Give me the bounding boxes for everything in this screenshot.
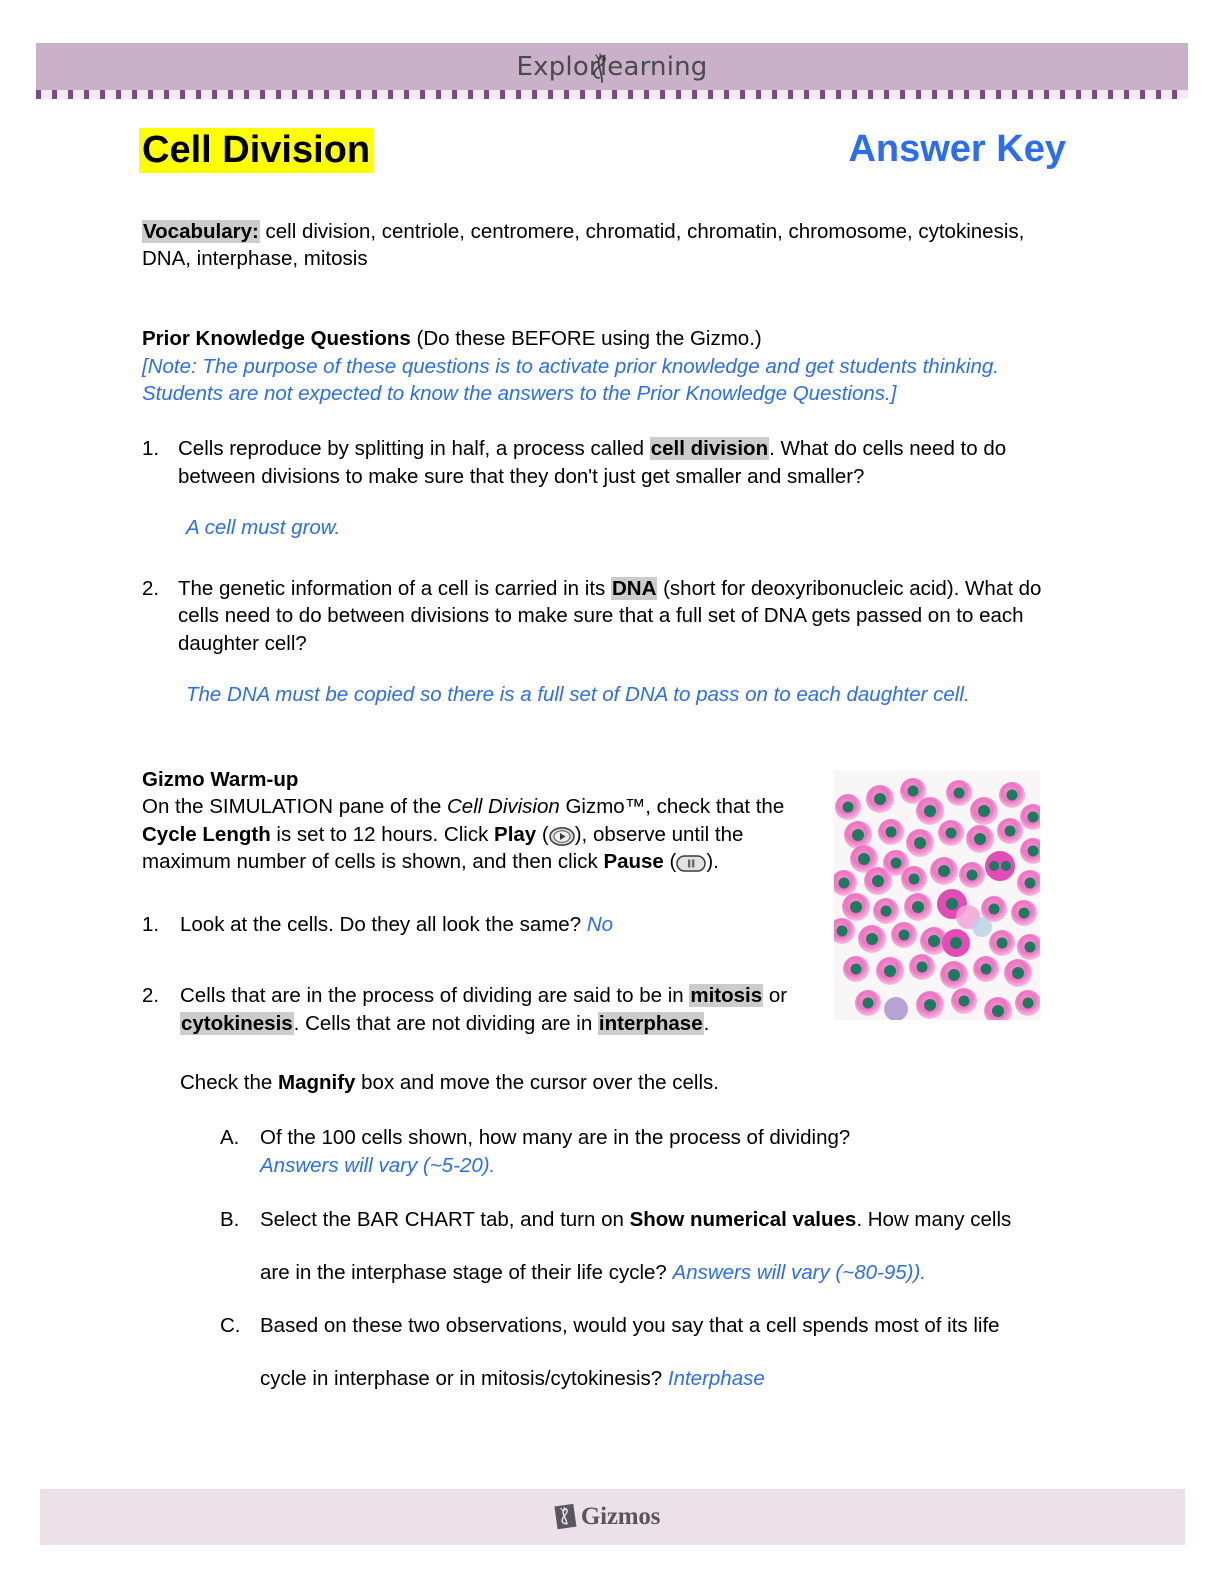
magnify-instruction: Check the Magnify box and move the curso… bbox=[180, 1069, 1072, 1096]
answer-value: A cell must grow. bbox=[186, 515, 341, 539]
subquestion-text-c: are in the interphase stage of their lif… bbox=[260, 1260, 673, 1284]
prior-knowledge-question-list: 1. Cells reproduce by splitting in half,… bbox=[142, 435, 1072, 708]
question-body: Cells reproduce by splitting in half, a … bbox=[178, 435, 1072, 541]
explorelearning-logo: Explor learning bbox=[516, 51, 708, 83]
question-text-d: . bbox=[703, 1011, 710, 1035]
show-numerical-values-label: Show numerical values bbox=[629, 1207, 857, 1231]
question-number: 2. bbox=[142, 984, 160, 1008]
prior-knowledge-heading-rest: (Do these BEFORE using the Gizmo.) bbox=[410, 326, 762, 350]
question-body: Cells that are in the process of dividin… bbox=[180, 982, 802, 1037]
vocabulary-terms: cell division, centriole, centromere, ch… bbox=[142, 220, 1025, 271]
warmup-text-3: is set to 12 hours. Click bbox=[270, 822, 495, 846]
title-row: Cell Division Answer Key bbox=[139, 128, 1072, 190]
subquestion-text-a: Based on these two observations, would y… bbox=[260, 1314, 1000, 1337]
list-item: A. Of the 100 cells shown, how many are … bbox=[220, 1124, 1040, 1180]
prior-knowledge-heading: Prior Knowledge Questions (Do these BEFO… bbox=[142, 325, 1072, 352]
vocab-term-highlight-interphase: interphase bbox=[597, 1011, 704, 1035]
warmup-instructions: On the SIMULATION pane of the Cell Divis… bbox=[142, 793, 802, 875]
document-content: Cell Division Answer Key Vocabulary: cel… bbox=[139, 128, 1072, 1393]
list-item: C. Based on these two observations, woul… bbox=[220, 1312, 1040, 1393]
subquestion-line-2: cycle in interphase or in mitosis/cytoki… bbox=[260, 1365, 1040, 1392]
warmup-heading: Gizmo Warm-up bbox=[142, 768, 299, 791]
prior-knowledge-heading-bold: Prior Knowledge Questions bbox=[142, 326, 411, 350]
answer-text: The DNA must be copied so there is a ful… bbox=[178, 681, 1072, 708]
answer-value: Interphase bbox=[667, 1367, 765, 1391]
brand-text-right: learning bbox=[599, 51, 708, 82]
warmup-question-list: 1. Look at the cells. Do they all look t… bbox=[142, 911, 802, 1037]
question-text-c: . Cells that are not dividing are in bbox=[293, 1011, 598, 1035]
question-number: 2. bbox=[142, 577, 160, 600]
question-text-b: or bbox=[763, 984, 788, 1008]
vocab-term-highlight-mitosis: mitosis bbox=[689, 984, 764, 1008]
warmup-text-4: ( bbox=[536, 822, 549, 846]
list-item: 1. Cells reproduce by splitting in half,… bbox=[142, 435, 1072, 541]
page-title: Cell Division bbox=[139, 128, 374, 173]
subquestion-text: Of the 100 cells shown, how many are in … bbox=[260, 1126, 851, 1149]
warmup-text-5: ), observe until the maximum number of c… bbox=[142, 822, 744, 873]
subquestion-text-a: Select the BAR CHART tab, and turn on bbox=[260, 1207, 630, 1231]
subquestion-body: Of the 100 cells shown, how many are in … bbox=[260, 1124, 1040, 1180]
subquestion-body: Select the BAR CHART tab, and turn on Sh… bbox=[260, 1206, 1040, 1287]
cycle-length-label: Cycle Length bbox=[142, 822, 271, 846]
warmup-intro-block: Gizmo Warm-up On the SIMULATION pane of … bbox=[142, 766, 802, 875]
question-number: 1. bbox=[142, 913, 160, 936]
subquestion-letter: C. bbox=[220, 1314, 241, 1337]
gizmos-mark-icon bbox=[553, 1503, 579, 1531]
vocab-term-highlight: DNA bbox=[610, 577, 658, 600]
vocab-term-highlight: cell division bbox=[649, 437, 770, 461]
pause-button-icon[interactable] bbox=[676, 854, 707, 873]
warmup-text-6: ( bbox=[663, 849, 677, 873]
question-body: The genetic information of a cell is car… bbox=[178, 575, 1072, 708]
magnify-text-a: Check the bbox=[180, 1070, 278, 1094]
question-number: 1. bbox=[142, 437, 160, 461]
prior-knowledge-note: [Note: The purpose of these questions is… bbox=[142, 354, 999, 405]
play-label: Play bbox=[494, 822, 537, 846]
gizmos-logo-text: Gizmos bbox=[580, 1503, 661, 1530]
question-text-b: . What do cells need to do between divis… bbox=[178, 437, 1007, 488]
answer-value: Answers will vary (~5-20). bbox=[260, 1154, 496, 1178]
answer-value: Answers will vary (~80-95)). bbox=[672, 1260, 926, 1284]
warmup-text-2: Gizmo™, check that the bbox=[559, 795, 785, 819]
gizmo-warmup-section: Gizmo Warm-up On the SIMULATION pane of … bbox=[142, 766, 1072, 1393]
brand-text-left: Explor bbox=[516, 51, 600, 82]
subquestion-body: Based on these two observations, would y… bbox=[260, 1312, 1040, 1393]
pause-label: Pause bbox=[603, 849, 664, 873]
question-text-a: Cells reproduce by splitting in half, a … bbox=[178, 437, 650, 461]
warmup-text-7: ). bbox=[706, 849, 719, 873]
answer-value: No bbox=[586, 913, 614, 936]
answer-text: A cell must grow. bbox=[178, 514, 1072, 541]
vocab-term-highlight-cytokinesis: cytokinesis bbox=[180, 1011, 294, 1035]
answer-value: The DNA must be copied so there is a ful… bbox=[186, 682, 970, 706]
magnify-text-b: box and move the cursor over the cells. bbox=[355, 1070, 719, 1094]
cell-micrograph-image bbox=[834, 771, 1040, 1020]
question-body: Look at the cells. Do they all look the … bbox=[180, 911, 802, 938]
gizmos-logo: Gizmos bbox=[553, 1503, 660, 1531]
subquestion-line-2: are in the interphase stage of their lif… bbox=[260, 1259, 1040, 1286]
question-text: Look at the cells. Do they all look the … bbox=[180, 913, 587, 936]
list-item: 2. Cells that are in the process of divi… bbox=[142, 982, 802, 1037]
question-text-a: Cells that are in the process of dividin… bbox=[180, 984, 690, 1008]
site-footer-bar: Gizmos bbox=[40, 1489, 1185, 1545]
subquestion-text-b: . How many cells bbox=[856, 1207, 1012, 1231]
vocabulary-label: Vocabulary: bbox=[142, 220, 260, 243]
list-item: 2. The genetic information of a cell is … bbox=[142, 575, 1072, 708]
gizmo-name-italic: Cell Division bbox=[447, 795, 560, 819]
site-header-bar: Explor learning bbox=[36, 43, 1188, 90]
magnify-label: Magnify bbox=[278, 1070, 356, 1094]
vocabulary-paragraph: Vocabulary: cell division, centriole, ce… bbox=[142, 218, 1072, 273]
question-text-a: The genetic information of a cell is car… bbox=[178, 577, 611, 600]
warmup-text-1: On the SIMULATION pane of the bbox=[142, 795, 447, 819]
list-item: 1. Look at the cells. Do they all look t… bbox=[142, 911, 802, 938]
warmup-subquestion-list: A. Of the 100 cells shown, how many are … bbox=[220, 1124, 1040, 1393]
header-dotted-divider bbox=[36, 90, 1188, 99]
play-button-icon[interactable] bbox=[548, 826, 575, 846]
list-item: B. Select the BAR CHART tab, and turn on… bbox=[220, 1206, 1040, 1287]
subquestion-letter: A. bbox=[220, 1126, 240, 1149]
subquestion-letter: B. bbox=[220, 1207, 240, 1231]
subquestion-text-c: cycle in interphase or in mitosis/cytoki… bbox=[260, 1367, 668, 1391]
answer-key-label: Answer Key bbox=[848, 128, 1066, 170]
question-text-b: (short for deoxyribonucleic acid). What … bbox=[178, 577, 1042, 655]
